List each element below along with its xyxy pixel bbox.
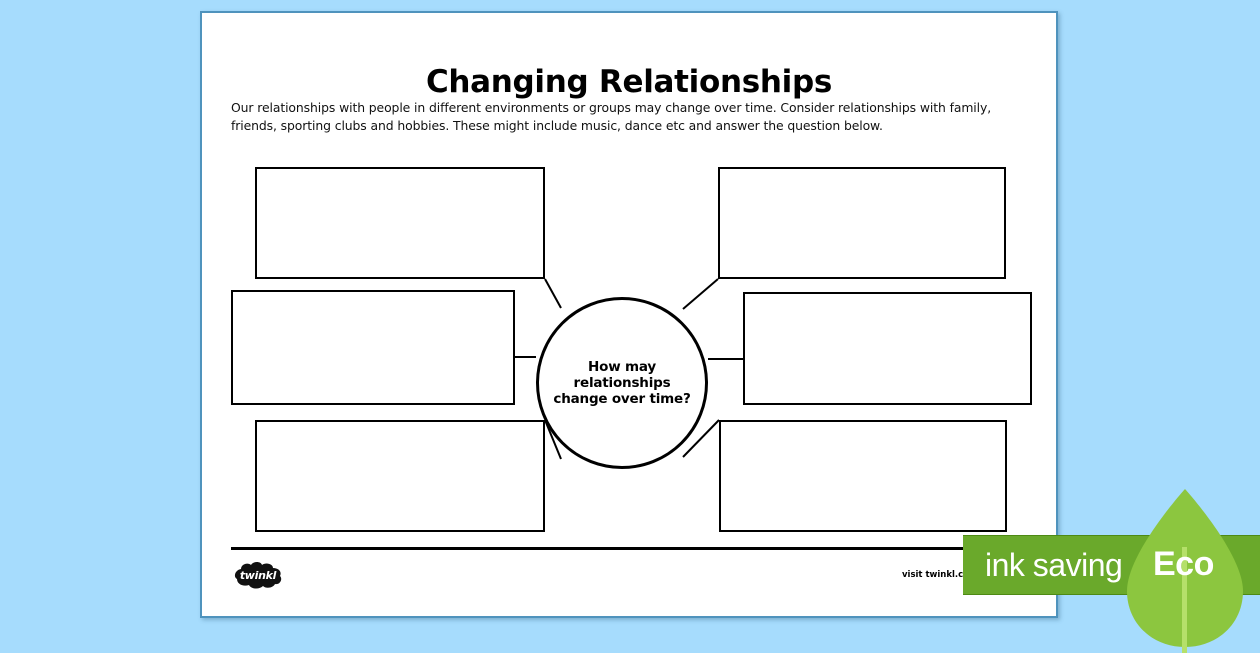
cloud-icon	[234, 562, 282, 589]
worksheet-page: Changing Relationships Our relationships…	[200, 11, 1058, 618]
ink-saving-eco-badge: ink saving Eco	[963, 489, 1260, 653]
box-middle-right[interactable]	[743, 292, 1032, 405]
box-bottom-right[interactable]	[719, 420, 1007, 532]
box-top-right[interactable]	[718, 167, 1006, 279]
box-middle-left[interactable]	[231, 290, 515, 405]
footer-divider	[231, 547, 1031, 550]
twinkl-logo: twinkl	[231, 560, 285, 590]
box-bottom-left[interactable]	[255, 420, 545, 532]
box-top-left[interactable]	[255, 167, 545, 279]
center-question-circle: How may relationships change over time?	[536, 297, 708, 469]
connector-top-left	[544, 278, 562, 309]
visit-twinkl-text: visit twinkl.c	[902, 570, 964, 580]
connector-bottom-right	[682, 419, 720, 458]
twinkl-wordmark: twinkl	[239, 568, 277, 582]
intro-paragraph: Our relationships with people in differe…	[231, 100, 992, 134]
leaf-icon	[1127, 489, 1243, 653]
page-title: Changing Relationships	[425, 63, 833, 100]
eco-label: Eco	[1153, 545, 1214, 583]
connector-top-right	[682, 278, 719, 310]
ink-saving-label: ink saving	[985, 547, 1123, 583]
center-question-text: How may relationships change over time?	[553, 359, 691, 407]
